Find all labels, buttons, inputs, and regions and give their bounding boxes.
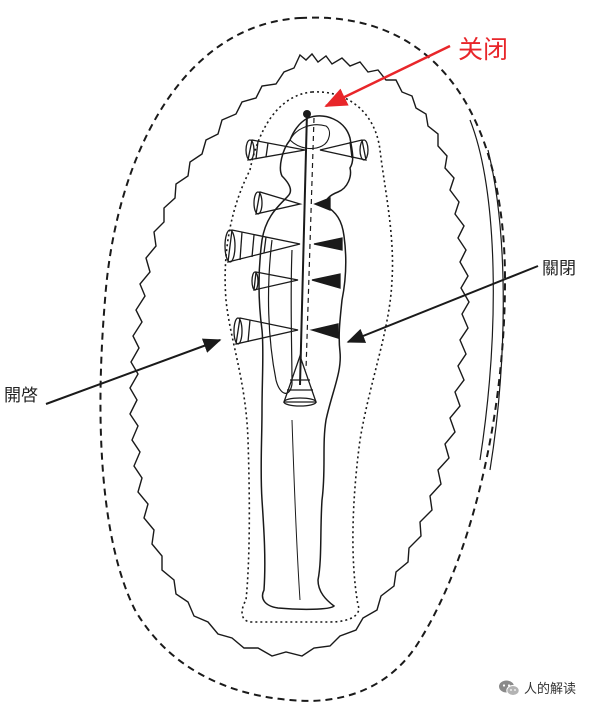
- brow-chakra-front-cone: [319, 139, 369, 161]
- crown-chakra-point: [303, 110, 311, 118]
- label-open-traditional: 開啓: [4, 386, 38, 406]
- sacral-chakra-front-cone: [309, 323, 339, 339]
- label-closed: 关闭: [458, 35, 509, 64]
- throat-chakra-back-cone: [253, 191, 303, 215]
- throat-chakra-front-cone: [313, 197, 331, 211]
- root-chakra-cone: [283, 354, 317, 407]
- inner-aura-jagged: [129, 52, 470, 657]
- chakra-cones: [224, 139, 369, 407]
- heart-chakra-front-cone: [313, 237, 343, 251]
- central-energy-channel: [299, 111, 308, 386]
- open-traditional-arrow: [45, 338, 222, 405]
- watermark: 人的解读: [498, 678, 576, 697]
- heart-chakra-back-cone: [224, 229, 301, 263]
- outer-aura-boundary: [99, 16, 507, 702]
- etheric-body-outline: [224, 91, 394, 623]
- solar-plexus-back-cone: [251, 271, 299, 291]
- closed-traditional-arrow: [346, 265, 539, 343]
- label-closed-traditional: 關閉: [542, 259, 576, 279]
- wechat-icon: [499, 680, 520, 696]
- solar-plexus-front-cone: [311, 273, 341, 289]
- figure-arm: [267, 239, 293, 394]
- figure-leg-separation: [291, 419, 301, 601]
- watermark-text: 人的解读: [524, 682, 577, 697]
- sacral-chakra-back-cone: [233, 317, 299, 345]
- central-energy-channel-dashed: [305, 117, 315, 371]
- closed-annotation-arrow: [324, 44, 451, 108]
- brow-chakra-back-cone: [245, 139, 306, 161]
- outer-aura-accent-lines: [469, 119, 504, 471]
